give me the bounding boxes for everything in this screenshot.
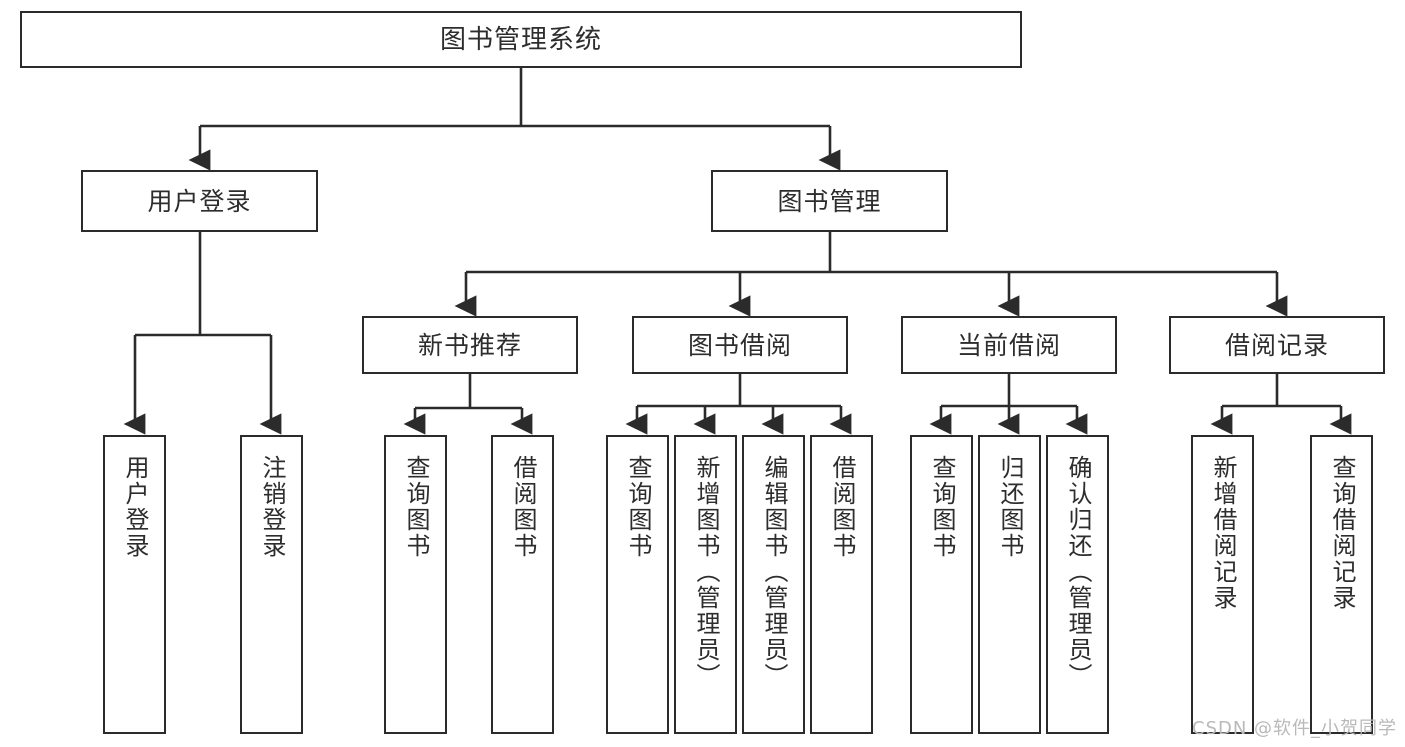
node-label: 借阅记录	[1224, 330, 1329, 360]
node-label: 借阅图书	[827, 455, 856, 559]
node-label: 用户登录	[120, 455, 149, 559]
leaf-query-borrow-record[interactable]: 查询借阅记录	[1310, 435, 1373, 734]
leaf-logout-login[interactable]: 注销登录	[240, 435, 303, 734]
node-root-book-management-system[interactable]: 图书管理系统	[20, 11, 1022, 68]
leaf-query-book-recommend[interactable]: 查询图书	[384, 435, 447, 734]
leaf-borrow-book-recommend[interactable]: 借阅图书	[491, 435, 554, 734]
leaf-edit-book-admin[interactable]: 编辑图书（管理员）	[742, 435, 805, 734]
node-user-login[interactable]: 用户登录	[81, 170, 318, 232]
leaf-user-login[interactable]: 用户登录	[103, 435, 166, 734]
node-label: 查询图书	[927, 455, 956, 559]
leaf-add-book-admin[interactable]: 新增图书（管理员）	[674, 435, 737, 734]
node-label: 借阅图书	[508, 455, 537, 559]
node-label: 查询图书	[401, 455, 430, 559]
node-label: 当前借阅	[956, 330, 1061, 360]
node-label: 新增图书（管理员）	[691, 455, 720, 689]
csdn-watermark: CSDN @软件_小贺同学	[1192, 718, 1398, 739]
node-borrow-record[interactable]: 借阅记录	[1169, 316, 1385, 374]
node-label: 新增借阅记录	[1208, 455, 1237, 611]
leaf-add-borrow-record[interactable]: 新增借阅记录	[1191, 435, 1254, 734]
leaf-borrow-book[interactable]: 借阅图书	[810, 435, 873, 734]
node-label: 归还图书	[995, 455, 1024, 559]
node-label: 注销登录	[257, 455, 286, 559]
node-label: 确认归还（管理员）	[1063, 455, 1092, 689]
node-label: 图书管理	[777, 186, 882, 216]
node-label: 用户登录	[147, 186, 252, 216]
node-label: 图书借阅	[687, 330, 792, 360]
leaf-query-book-borrow[interactable]: 查询图书	[606, 435, 669, 734]
node-new-book-recommend[interactable]: 新书推荐	[362, 316, 578, 374]
node-book-management[interactable]: 图书管理	[711, 170, 948, 232]
leaf-return-book[interactable]: 归还图书	[978, 435, 1041, 734]
node-book-borrow[interactable]: 图书借阅	[632, 316, 848, 374]
leaf-query-book-current[interactable]: 查询图书	[910, 435, 973, 734]
node-label: 新书推荐	[417, 330, 522, 360]
node-label: 图书管理系统	[439, 24, 602, 55]
leaf-confirm-return-admin[interactable]: 确认归还（管理员）	[1046, 435, 1109, 734]
node-label: 查询借阅记录	[1327, 455, 1356, 611]
node-current-borrow[interactable]: 当前借阅	[901, 316, 1117, 374]
node-label: 编辑图书（管理员）	[759, 455, 788, 689]
node-label: 查询图书	[623, 455, 652, 559]
